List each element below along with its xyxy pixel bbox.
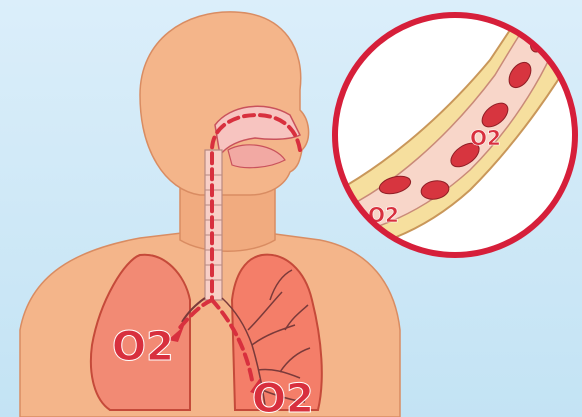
svg-text:O2: O2 [112, 324, 174, 370]
o2-label-left-lung: O2 [112, 324, 174, 370]
head [140, 12, 309, 195]
o2-label-right-lung: O2 [252, 376, 314, 417]
svg-text:O2: O2 [470, 126, 501, 150]
svg-text:O2: O2 [252, 376, 314, 417]
o2-label-zoom-upper: O2 [470, 126, 501, 150]
